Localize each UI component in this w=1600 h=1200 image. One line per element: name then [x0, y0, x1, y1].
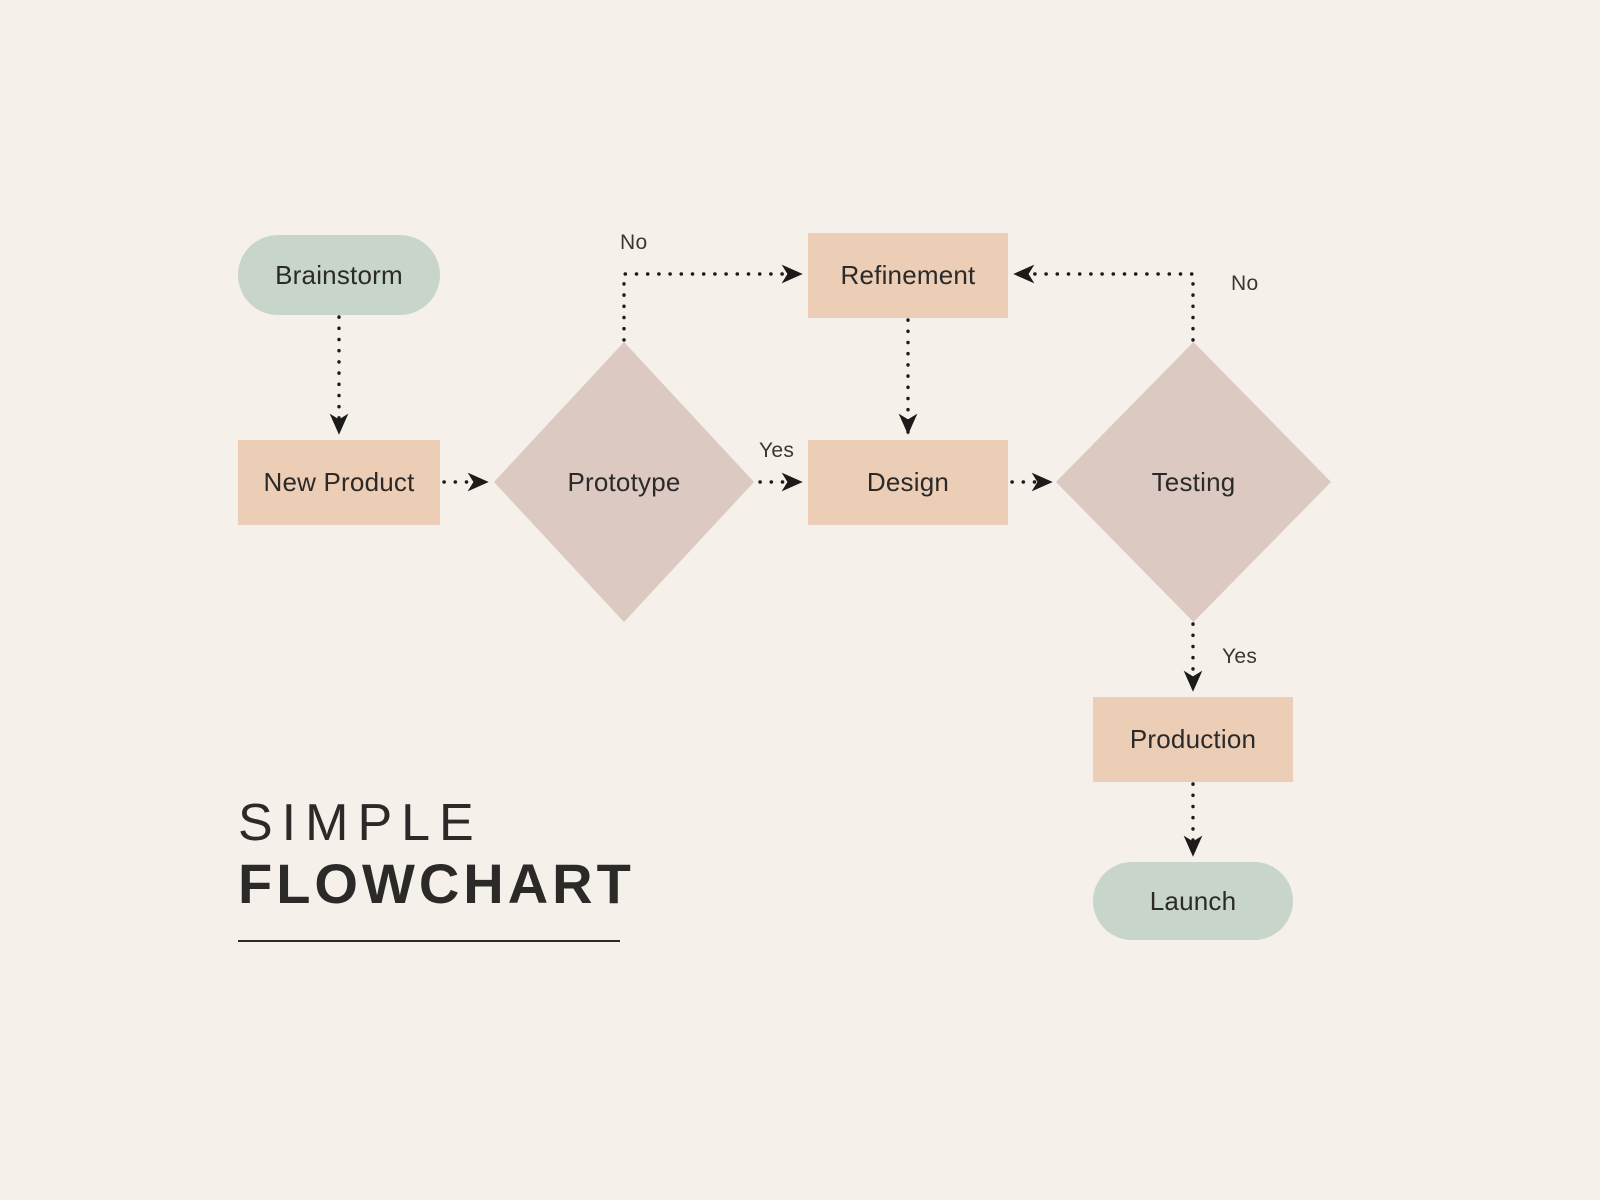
edge-label-yes-design: Yes — [759, 439, 795, 462]
node-brainstorm[interactable]: Brainstorm — [238, 235, 440, 315]
node-production[interactable]: Production — [1093, 697, 1293, 782]
node-design-label: Design — [866, 467, 950, 497]
node-testing-label: Testing — [1151, 466, 1236, 497]
node-prototype-label: Prototype — [567, 466, 681, 497]
node-production-label: Production — [1129, 724, 1257, 754]
page-title-line-2: FLOWCHART — [238, 852, 635, 916]
node-launch[interactable]: Launch — [1093, 862, 1293, 940]
node-launch-label: Launch — [1149, 885, 1237, 916]
node-new-product[interactable]: New Product — [238, 440, 440, 525]
edge-prototype-refinement-no — [622, 264, 803, 342]
title-block: SIMPLE FLOWCHART — [238, 795, 668, 942]
node-design[interactable]: Design — [808, 440, 1008, 525]
node-refinement-label: Refinement — [840, 260, 976, 290]
node-prototype[interactable]: Prototype — [494, 342, 754, 622]
edge-label-no-testing: No — [1231, 272, 1259, 295]
edge-label-no-prototype: No — [620, 231, 648, 254]
node-testing[interactable]: Testing — [1056, 342, 1331, 622]
title-divider — [238, 939, 620, 942]
node-new-product-label: New Product — [263, 467, 415, 497]
node-refinement[interactable]: Refinement — [808, 233, 1008, 318]
page-title-line-1: SIMPLE — [238, 794, 483, 852]
edge-testing-refinement-no — [1013, 264, 1195, 342]
node-brainstorm-label: Brainstorm — [275, 259, 403, 290]
edge-label-yes-production: Yes — [1222, 645, 1258, 668]
